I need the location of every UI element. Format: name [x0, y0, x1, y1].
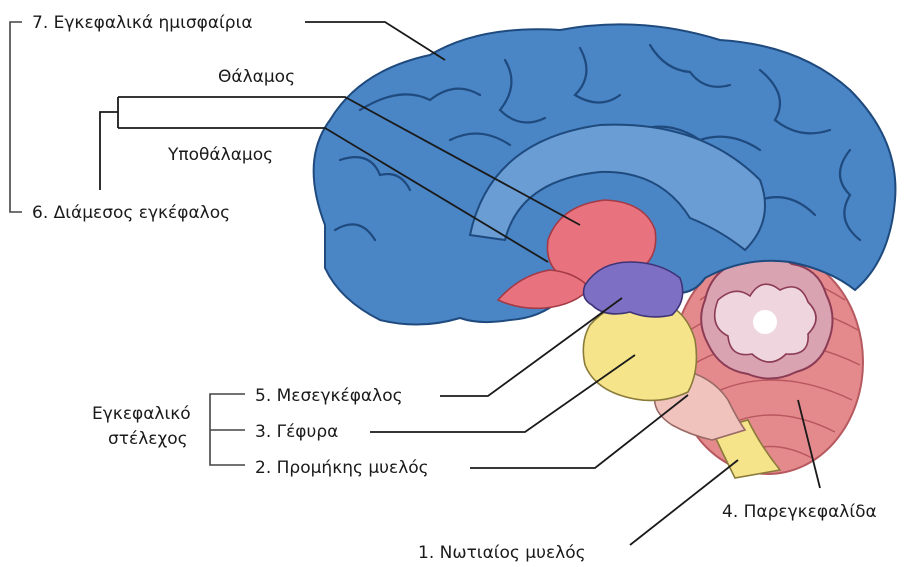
label-brainstem-line1: Εγκεφαλικό	[92, 404, 191, 424]
label-diencephalon: 6. Διάμεσος εγκέφαλος	[32, 203, 230, 223]
label-cerebellum: 4. Παρεγκεφαλίδα	[722, 502, 877, 522]
label-midbrain: 5. Μεσεγκέφαλος	[255, 386, 403, 406]
label-medulla: 2. Προμήκης μυελός	[255, 458, 429, 478]
midbrain	[584, 262, 683, 317]
label-pons: 3. Γέφυρα	[255, 422, 338, 442]
hemisphere-diencephalon-bracket	[10, 22, 22, 212]
label-spinal-cord: 1. Νωτιαίος μυελός	[418, 543, 586, 563]
label-brainstem-line2: στέλεχος	[108, 429, 188, 449]
arbor-vitae-center	[753, 310, 777, 334]
leader-cerebral-hemispheres	[305, 22, 445, 60]
label-hypothalamus: Υποθάλαμος	[167, 145, 273, 165]
leader-diencephalon-bracket	[100, 97, 118, 190]
brainstem-bracket	[210, 394, 245, 465]
label-cerebral-hemispheres: 7. Εγκεφαλικά ημισφαίρια	[32, 13, 253, 33]
label-thalamus: Θάλαμος	[218, 67, 295, 87]
